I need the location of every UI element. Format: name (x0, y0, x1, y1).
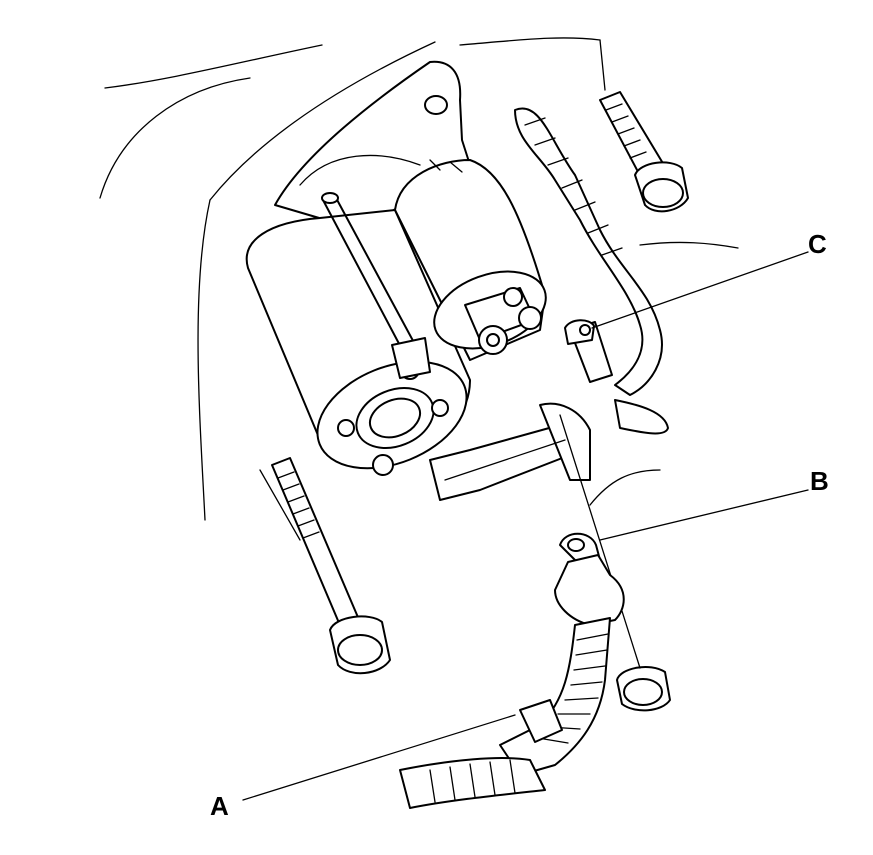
harness-connector-c (514, 107, 669, 435)
starter-cable (399, 532, 625, 809)
upper-mounting-bolt (599, 91, 689, 213)
callout-leaders (242, 251, 809, 801)
callout-label-b: B (810, 466, 829, 496)
callout-label-c: C (808, 229, 827, 259)
lower-mounting-bolt (271, 457, 391, 675)
callout-label-a: A (210, 791, 229, 821)
terminal-nut (559, 414, 671, 712)
engine-block-outline (99, 37, 739, 541)
starter-bracket (429, 402, 591, 501)
starter-motor (245, 159, 547, 476)
